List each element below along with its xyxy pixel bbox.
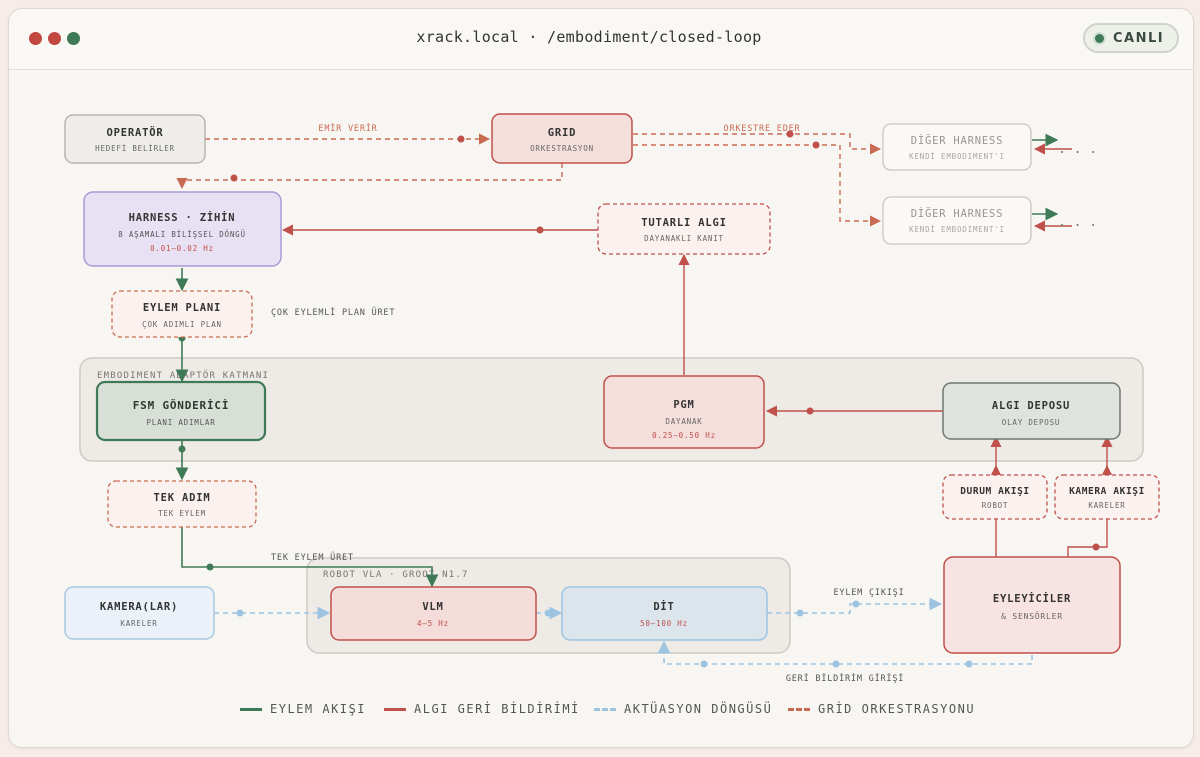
legend-swatch-icon — [594, 707, 616, 711]
node-sub: TEK EYLEM — [158, 509, 206, 518]
legend-swatch-icon — [384, 707, 406, 711]
maximize-window-button[interactable] — [67, 32, 80, 45]
ellipsis-1: . . . — [1058, 142, 1097, 157]
adapter-layer-label: EMBODIMENT ADAPTÖR KATMANI — [97, 370, 269, 381]
vla-group-label: ROBOT VLA · GROOT N1.7 — [323, 570, 469, 580]
node-sub: DAYANAKLI KANIT — [644, 234, 724, 243]
legend-swatch-icon — [240, 707, 262, 711]
legend-item-grid: GRİD ORKESTRASYONU — [788, 702, 975, 716]
node-title: TEK ADIM — [154, 492, 211, 504]
node-kameralar[interactable]: KAMERA(LAR) KARELER — [64, 586, 215, 640]
minimize-window-button[interactable] — [48, 32, 61, 45]
node-pgm[interactable]: PGM DAYANAK 0.25–0.50 Hz — [603, 375, 765, 449]
node-vlm[interactable]: VLM 4–5 Hz — [330, 586, 537, 641]
ellipsis-2: . . . — [1058, 215, 1097, 230]
node-sub: ROBOT — [982, 501, 1009, 510]
grid-edge-dots — [230, 130, 820, 182]
node-other-harness-2[interactable]: DİĞER HARNESS KENDİ EMBODIMENT'I — [882, 196, 1032, 245]
actuation-edge-dots — [236, 600, 973, 668]
title-bar: xrack.local · /embodiment/closed-loop CA… — [9, 9, 1193, 70]
node-title: GRID — [548, 127, 577, 139]
node-durum-akisi[interactable]: DURUM AKIŞI ROBOT — [942, 474, 1048, 520]
edge-label-cikis: EYLEM ÇIKIŞI — [833, 588, 904, 598]
node-sub: OLAY DEPOSU — [1002, 418, 1060, 427]
node-title: DİĞER HARNESS — [911, 207, 1004, 220]
edge-label-cok: ÇOK EYLEMLİ PLAN ÜRET — [271, 307, 395, 318]
node-title: DİT — [653, 599, 674, 613]
node-sub: KENDİ EMBODIMENT'I — [909, 152, 1005, 161]
node-title: EYLEYİCİLER — [993, 591, 1071, 605]
node-operator[interactable]: OPERATÖR HEDEFİ BELİRLER — [64, 114, 206, 164]
edge-label-tek: TEK EYLEM ÜRET — [271, 552, 354, 563]
node-title: PGM — [673, 399, 694, 411]
legend-label: AKTÜASYON DÖNGÜSÜ — [624, 702, 773, 716]
node-rate: 0.01–0.02 Hz — [150, 244, 214, 253]
perception-edges — [281, 224, 1113, 557]
node-eylem-plani[interactable]: EYLEM PLANI ÇOK ADIMLI PLAN — [111, 290, 253, 338]
node-other-harness-1[interactable]: DİĞER HARNESS KENDİ EMBODIMENT'I — [882, 123, 1032, 171]
live-label: CANLI — [1113, 31, 1165, 46]
edge-label-orkestre: ORKESTRE EDER — [724, 124, 801, 134]
close-window-button[interactable] — [29, 32, 42, 45]
node-title: TUTARLI ALGI — [641, 217, 726, 229]
node-fsm[interactable]: FSM GÖNDERİCİ PLANI ADIMLAR — [95, 380, 267, 442]
node-title: VLM — [422, 601, 443, 613]
node-rate: 4–5 Hz — [417, 619, 449, 628]
node-rate: 0.25–0.50 Hz — [652, 431, 716, 440]
node-title: EYLEM PLANI — [143, 302, 221, 314]
legend-label: GRİD ORKESTRASYONU — [818, 702, 976, 716]
legend-item-perception: ALGI GERİ BİLDİRİMİ — [384, 702, 580, 716]
node-rate: 50–100 Hz — [640, 619, 688, 628]
node-sub: DAYANAK — [665, 417, 702, 426]
live-badge[interactable]: CANLI — [1083, 23, 1179, 53]
node-sub: 8 AŞAMALI BİLİŞSEL DÖNGÜ — [118, 230, 246, 239]
perception-edge-dots — [536, 226, 1111, 551]
node-title: ALGI DEPOSU — [992, 400, 1070, 412]
node-sub: KARELER — [1088, 501, 1125, 510]
live-indicator-icon — [1095, 34, 1104, 43]
legend-item-actuation: AKTÜASYON DÖNGÜSÜ — [594, 702, 772, 716]
node-grid[interactable]: GRID ORKESTRASYON — [491, 113, 633, 164]
node-sub: PLANI ADIMLAR — [146, 418, 215, 427]
legend: EYLEM AKIŞI ALGI GERİ BİLDİRİMİ AKTÜASYO… — [0, 702, 1200, 722]
legend-label: ALGI GERİ BİLDİRİMİ — [414, 702, 580, 716]
url-text: xrack.local · /embodiment/closed-loop — [416, 28, 762, 46]
node-algi-deposu[interactable]: ALGI DEPOSU OLAY DEPOSU — [942, 382, 1121, 440]
node-title: OPERATÖR — [107, 125, 164, 139]
edge-label-geri: GERİ BİLDİRİM GİRİŞİ — [786, 673, 904, 684]
node-harness[interactable]: HARNESS · ZİHİN 8 AŞAMALI BİLİŞSEL DÖNGÜ… — [83, 191, 282, 267]
node-sub: HEDEFİ BELİRLER — [95, 144, 175, 153]
grid-edges — [176, 133, 882, 227]
node-sub: ORKESTRASYON — [530, 144, 594, 153]
node-eyleyiciler[interactable]: EYLEYİCİLER & SENSÖRLER — [943, 556, 1121, 654]
node-title: DİĞER HARNESS — [911, 134, 1004, 147]
node-dit[interactable]: DİT 50–100 Hz — [561, 586, 768, 641]
node-sub: KARELER — [120, 619, 157, 628]
legend-item-action: EYLEM AKIŞI — [240, 702, 366, 716]
legend-swatch-icon — [788, 707, 810, 711]
node-title: FSM GÖNDERİCİ — [133, 398, 230, 412]
node-title: KAMERA(LAR) — [100, 601, 178, 613]
other-harness-io — [1032, 133, 1072, 232]
node-sub: & SENSÖRLER — [1001, 611, 1063, 621]
node-sub: ÇOK ADIMLI PLAN — [142, 320, 222, 329]
legend-label: EYLEM AKIŞI — [270, 702, 366, 716]
node-tek-adim[interactable]: TEK ADIM TEK EYLEM — [107, 480, 257, 528]
node-sub: KENDİ EMBODIMENT'I — [909, 225, 1005, 234]
node-kamera-akisi[interactable]: KAMERA AKIŞI KARELER — [1054, 474, 1160, 520]
node-title: KAMERA AKIŞI — [1069, 486, 1145, 497]
edge-label-emir: EMİR VERİR — [318, 123, 377, 134]
node-title: HARNESS · ZİHİN — [129, 210, 236, 224]
node-title: DURUM AKIŞI — [960, 486, 1030, 497]
node-tutarli-algi[interactable]: TUTARLI ALGI DAYANAKLI KANIT — [597, 203, 771, 255]
